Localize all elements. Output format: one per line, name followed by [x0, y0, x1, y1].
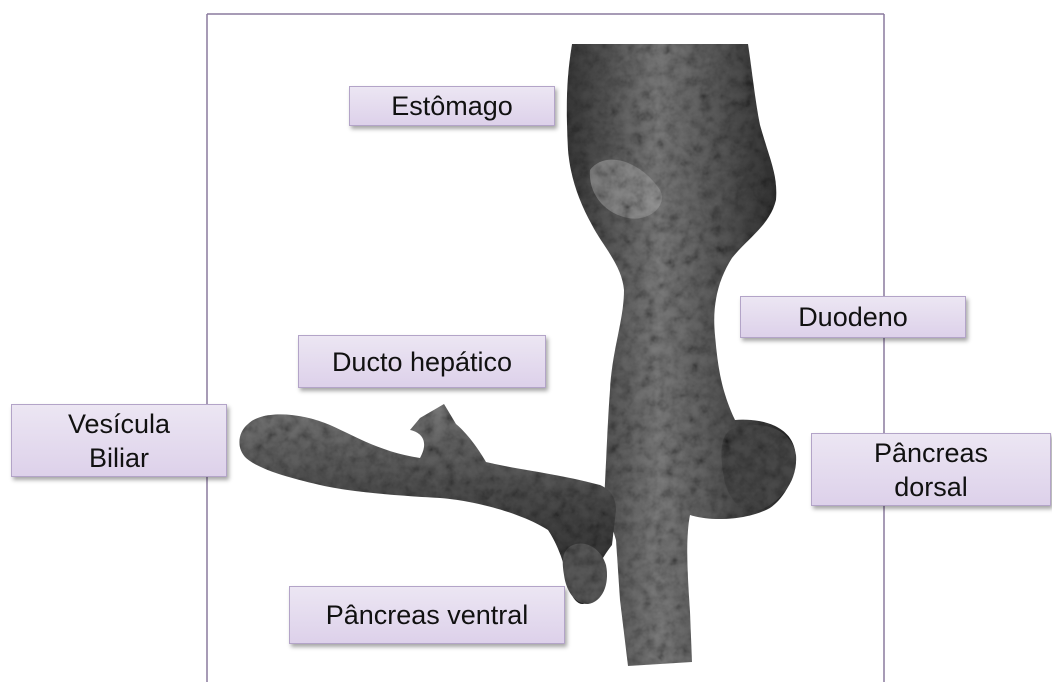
label-vesicula-biliar: Vesícula Biliar: [11, 404, 227, 477]
dorsal-pancreas-bulb: [722, 425, 797, 511]
label-ducto-hepatico: Ducto hepático: [298, 335, 546, 388]
label-pancreas-ventral: Pâncreas ventral: [289, 586, 565, 644]
gallbladder-arm: [239, 404, 616, 604]
label-pancreas-dorsal: Pâncreas dorsal: [811, 433, 1051, 506]
label-duodeno: Duodeno: [740, 296, 966, 338]
label-estomago: Estômago: [349, 86, 555, 126]
